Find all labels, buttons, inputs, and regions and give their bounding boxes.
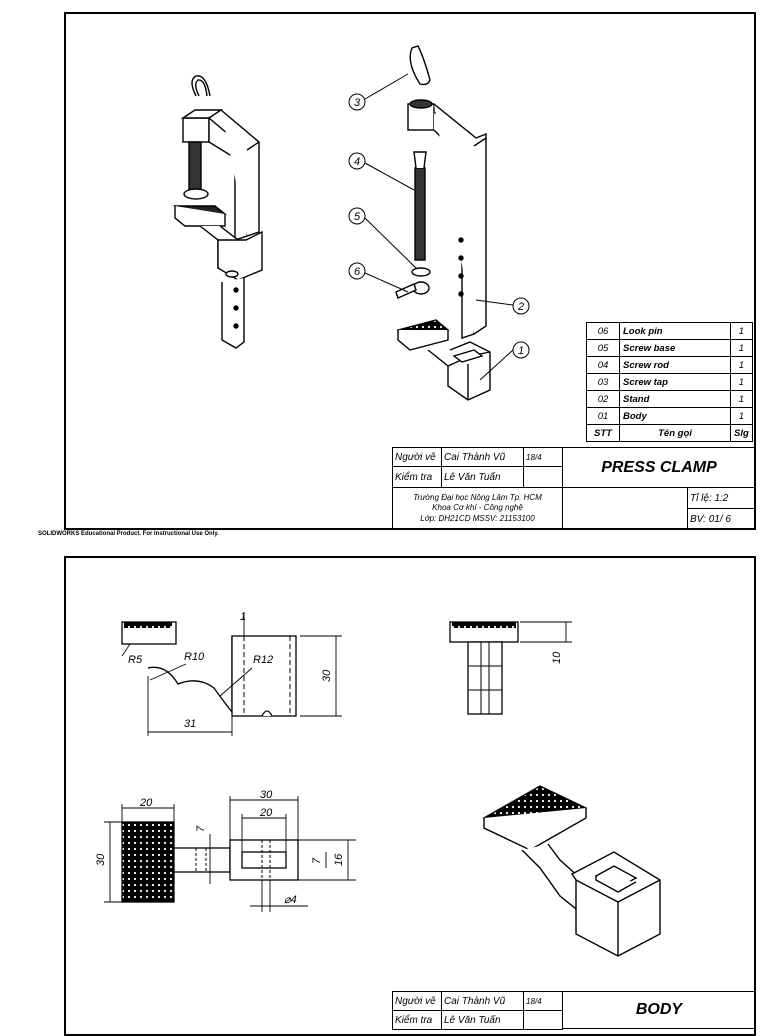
balloon-1-label: 1 <box>518 345 524 357</box>
checked-by-name: Lê Văn Tuấn <box>441 466 524 488</box>
checked-by-name: Lê Văn Tuấn <box>441 1010 524 1030</box>
dim-30-top: 30 <box>260 789 273 801</box>
drawn-by-name: Cai Thành Vũ <box>441 447 524 467</box>
body-front-dims <box>121 612 342 736</box>
school-name: Trường Đại học Nông Lâm Tp. HCM <box>413 492 542 502</box>
bom-name: Look pin <box>619 322 731 340</box>
drawn-by-name: Cai Thành Vũ <box>441 991 524 1011</box>
class-info: Lớp: DH21CD MSSV: 21153100 <box>420 513 535 523</box>
balloon-3-label: 3 <box>354 97 361 109</box>
bom-header-qty: Slg <box>730 424 753 442</box>
body-top-view <box>121 821 299 903</box>
bom-header-stt: STT <box>586 424 620 442</box>
bom-qty: 1 <box>730 339 753 357</box>
dim-31: 31 <box>184 718 196 730</box>
dim-7-left: 7 <box>195 825 207 832</box>
checked-date-empty <box>523 1010 563 1030</box>
balloon-5: 5 <box>348 207 366 225</box>
exploded-view <box>395 45 491 401</box>
balloon-6-label: 6 <box>354 266 361 278</box>
bom-stt: 03 <box>586 373 620 391</box>
dim-r10: R10 <box>184 651 205 663</box>
dim-d4: ⌀4 <box>284 894 297 906</box>
dim-16: 16 <box>333 853 345 866</box>
school-info: Trường Đại học Nông Lâm Tp. HCM Khoa Cơ … <box>392 487 563 530</box>
balloon-1: 1 <box>512 341 530 359</box>
drawing-title: BODY <box>562 991 756 1029</box>
blank-cell <box>562 487 688 530</box>
balloon-2: 2 <box>512 297 530 315</box>
dim-7-right: 7 <box>311 857 323 864</box>
bom-name: Body <box>619 407 731 425</box>
bom-stt: 01 <box>586 407 620 425</box>
bom-qty: 1 <box>730 322 753 340</box>
checked-date-empty <box>523 466 563 488</box>
checked-by-label: Kiểm tra <box>392 1010 442 1030</box>
drawn-date: 18/4 <box>523 991 563 1011</box>
dim-20-top: 20 <box>139 797 153 809</box>
drawn-by-label: Người vẽ <box>392 447 442 467</box>
bom-stt: 02 <box>586 390 620 408</box>
balloon-4: 4 <box>348 152 366 170</box>
balloon-2-label: 2 <box>517 301 524 313</box>
dim-20-inner: 20 <box>259 807 273 819</box>
drawn-date: 18/4 <box>523 447 563 467</box>
bom-name: Stand <box>619 390 731 408</box>
balloon-6: 6 <box>348 262 366 280</box>
bom-qty: 1 <box>730 407 753 425</box>
balloon-5-label: 5 <box>354 211 361 223</box>
bom-name: Screw base <box>619 339 731 357</box>
bom-stt: 06 <box>586 322 620 340</box>
dim-r12: R12 <box>253 654 273 666</box>
body-isometric-view <box>482 785 661 957</box>
bom-name: Screw rod <box>619 356 731 374</box>
bom-qty: 1 <box>730 356 753 374</box>
drawing-title: PRESS CLAMP <box>562 447 756 488</box>
scale: Tỉ lệ: 1:2 <box>687 487 756 509</box>
balloon-leaders <box>364 73 514 381</box>
bom-stt: 04 <box>586 356 620 374</box>
bom-header-name: Tên gọi <box>619 424 731 442</box>
dim-30-side: 30 <box>321 669 333 682</box>
body-side-dims <box>520 621 572 643</box>
edu-notice: SOLIDWORKS Educational Product. For Inst… <box>38 531 219 537</box>
dim-1: 1 <box>240 611 246 623</box>
balloon-4-label: 4 <box>354 156 360 168</box>
assembled-clamp-view <box>173 75 263 349</box>
balloon-3: 3 <box>348 93 366 111</box>
bom-qty: 1 <box>730 373 753 391</box>
checked-by-label: Kiểm tra <box>392 466 442 488</box>
bom-stt: 05 <box>586 339 620 357</box>
sheet-number: BV: 01/ 6 <box>687 508 756 530</box>
drawn-by-label: Người vẽ <box>392 991 442 1011</box>
body-top-dims <box>104 796 356 912</box>
bom-qty: 1 <box>730 390 753 408</box>
dim-30-left: 30 <box>95 853 107 866</box>
body-side-view <box>449 621 519 715</box>
dim-r5: R5 <box>128 654 143 666</box>
faculty-name: Khoa Cơ khí - Công nghệ <box>432 503 523 513</box>
dim-10: 10 <box>551 651 563 664</box>
bom-name: Screw tap <box>619 373 731 391</box>
